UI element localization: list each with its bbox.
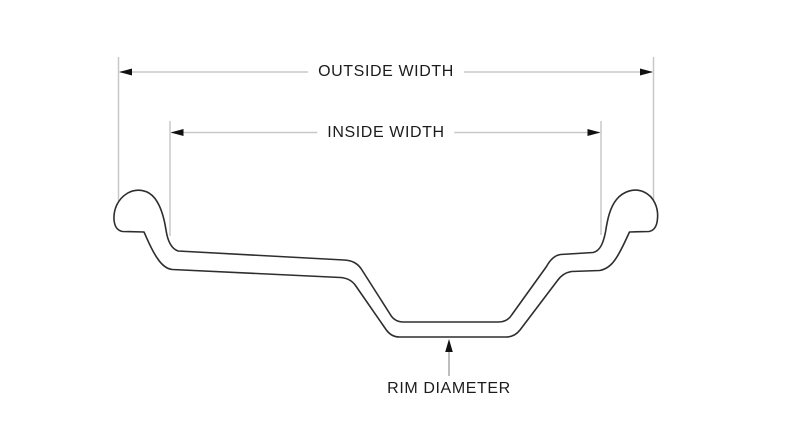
arrow-up-icon (445, 339, 453, 352)
rim-diameter-label: RIM DIAMETER (377, 379, 521, 399)
rim-profile-outline (113, 189, 659, 338)
outside-width-label: OUTSIDE WIDTH (308, 62, 464, 82)
arrow-left-icon (170, 129, 184, 136)
arrow-left-icon (119, 68, 132, 76)
arrow-right-icon (640, 68, 653, 76)
arrow-right-icon (587, 129, 601, 136)
inside-width-label: INSIDE WIDTH (317, 123, 455, 143)
